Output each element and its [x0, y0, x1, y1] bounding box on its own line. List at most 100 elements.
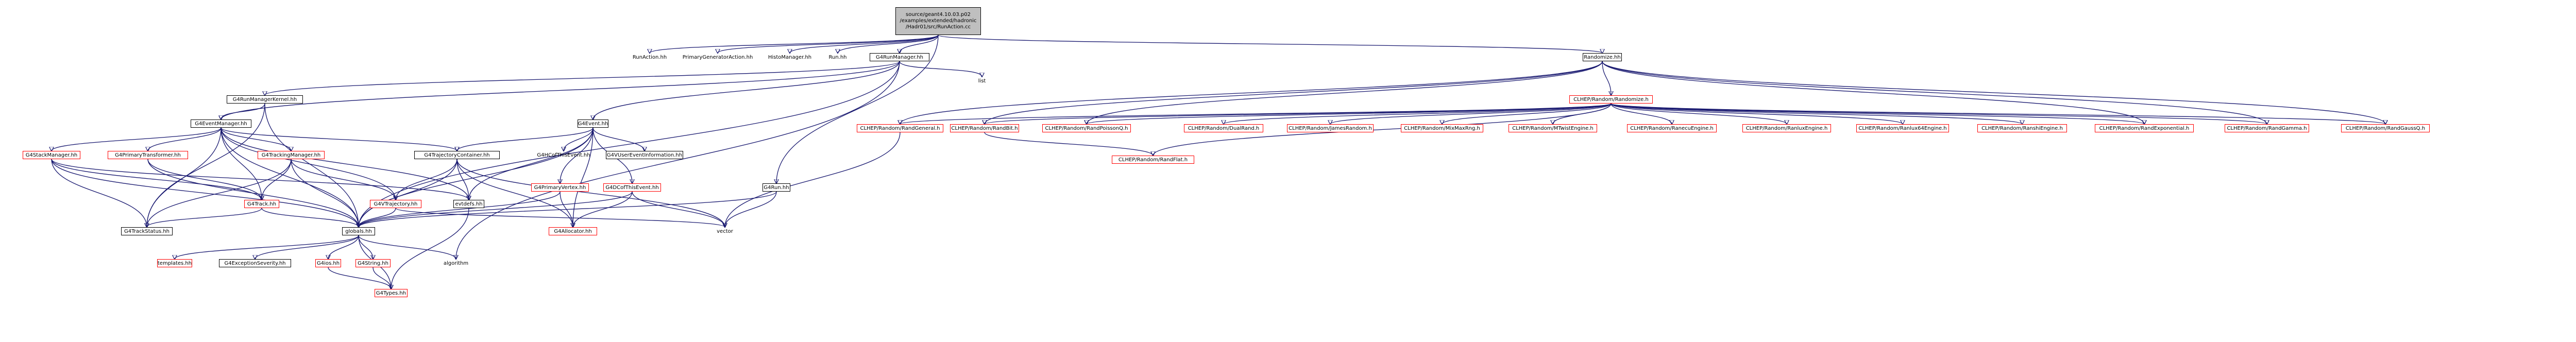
- edge-randomize-to-clhep_randexponential: [1602, 61, 2144, 124]
- edge-root-to-randomize: [938, 35, 1602, 53]
- node-clhep-randflat[interactable]: CLHEP/Random/RandFlat.h: [1112, 156, 1194, 164]
- edge-clhep_randomize-to-clhep_ranecuengine: [1611, 103, 1672, 124]
- node-g4eventmanager[interactable]: G4EventManager.hh: [191, 119, 251, 128]
- node-g4trackstatus[interactable]: G4TrackStatus.hh: [121, 227, 173, 235]
- node-g4string[interactable]: G4String.hh: [355, 259, 391, 267]
- edge-g4trajectorycontainer-to-g4vtrajectory: [396, 159, 457, 200]
- edge-g4dcofthisevent-to-globals: [359, 191, 633, 227]
- edge-g4eventmanager-to-g4track: [221, 127, 262, 200]
- node-primary-generator-action[interactable]: PrimaryGeneratorAction.hh: [682, 54, 753, 60]
- edge-randomize-to-clhep_randgauss: [1602, 61, 2385, 124]
- node-clhep-randexponential[interactable]: CLHEP/Random/RandExponential.h: [2095, 124, 2194, 132]
- node-histo-manager[interactable]: HistoManager.hh: [768, 54, 812, 60]
- node-clhep-randomize[interactable]: CLHEP/Random/Randomize.h: [1569, 95, 1653, 104]
- edge-g4stackmanager-to-evtdefs: [51, 159, 469, 200]
- edge-root-to-runaction: [650, 35, 939, 53]
- root-node: source/geant4.10.03.p02 /examples/extend…: [895, 7, 981, 35]
- node-g4vtrajectory[interactable]: G4VTrajectory.hh: [370, 200, 421, 208]
- edge-clhep_randomize-to-clhep_mixmaxrng: [1442, 103, 1612, 124]
- node-clhep-randgamma[interactable]: CLHEP/Random/RandGamma.h: [2225, 124, 2309, 132]
- edge-clhep_randomize-to-clhep_randbit: [985, 103, 1612, 124]
- edge-g4runmanagerkernel-to-globals: [264, 103, 359, 227]
- node-g4allocator[interactable]: G4Allocator.hh: [549, 227, 597, 235]
- node-evtdefs[interactable]: evtdefs.hh: [453, 200, 484, 208]
- edge-globals-to-templates: [175, 235, 359, 259]
- node-clhep-ranecuengine[interactable]: CLHEP/Random/RanecuEngine.h: [1627, 124, 1717, 132]
- edge-clhep_randomize-to-clhep_randgauss: [1611, 103, 2385, 124]
- node-clhep-randgaussq[interactable]: CLHEP/Random/RandGaussQ.h: [2341, 124, 2430, 132]
- node-clhep-mtwistengine[interactable]: CLHEP/Random/MTwistEngine.h: [1509, 124, 1597, 132]
- edge-globals-to-g4string: [358, 235, 373, 259]
- node-g4trajectorycontainer[interactable]: G4TrajectoryContainer.hh: [414, 151, 500, 159]
- edge-g4trackingmanager-to-g4vtrajectory: [291, 159, 396, 200]
- node-randomize[interactable]: Randomize.hh: [1583, 53, 1622, 61]
- edge-g4runmanager-to-algorithm: [456, 61, 900, 259]
- edge-g4stackmanager-to-g4trackstatus: [51, 159, 147, 227]
- edge-randomize-to-clhep_randbit: [985, 61, 1603, 124]
- node-g4exceptionseverity[interactable]: G4ExceptionSeverity.hh: [219, 259, 291, 267]
- node-clhep-randgeneral[interactable]: CLHEP/Random/RandGeneral.h: [857, 124, 943, 132]
- edge-g4eventmanager-to-g4primarytransformer: [148, 127, 222, 151]
- edge-randomize-to-clhep_randgeneral: [900, 61, 1603, 124]
- edge-randomize-to-clhep_randgamma: [1602, 61, 2267, 124]
- edge-g4runmanager-to-list: [899, 61, 982, 77]
- node-g4runmanagerkernel[interactable]: G4RunManagerKernel.hh: [227, 95, 303, 104]
- edge-g4dcofthisevent-to-vector: [632, 191, 725, 227]
- edge-clhep_randomize-to-clhep_dualrand: [1224, 103, 1612, 124]
- edge-globals-to-g4ios: [328, 235, 359, 259]
- node-run[interactable]: Run.hh: [828, 54, 847, 60]
- edge-globals-to-algorithm: [358, 235, 456, 259]
- node-g4track[interactable]: G4Track.hh: [244, 200, 279, 208]
- node-g4primarytransformer[interactable]: G4PrimaryTransformer.hh: [108, 151, 188, 159]
- node-g4primaryvertex[interactable]: G4PrimaryVertex.hh: [531, 183, 589, 192]
- node-templates[interactable]: templates.hh: [157, 259, 192, 267]
- node-clhep-ranlux64engine[interactable]: CLHEP/Random/Ranlux64Engine.h: [1856, 124, 1949, 132]
- node-g4types[interactable]: G4Types.hh: [375, 289, 408, 297]
- edge-g4event-to-g4primaryvertex: [560, 127, 594, 183]
- node-g4event[interactable]: G4Event.hh: [578, 119, 608, 128]
- edge-g4eventmanager-to-g4trajectorycontainer: [221, 127, 457, 151]
- node-g4ios[interactable]: G4ios.hh: [315, 259, 341, 267]
- node-vector: vector: [717, 228, 733, 234]
- edge-root-to-primgen: [718, 35, 939, 53]
- edge-clhep_randbit-to-clhep_randflat: [984, 132, 1153, 156]
- edge-evtdefs-to-g4types: [391, 208, 469, 289]
- node-g4trackingmanager[interactable]: G4TrackingManager.hh: [258, 151, 325, 159]
- edge-clhep_randomize-to-clhep_ranluxengine: [1611, 103, 1787, 124]
- edge-g4vtrajectory-to-vector: [395, 208, 725, 227]
- edge-root-to-g4run: [776, 35, 939, 183]
- edge-g4runmanagerkernel-to-g4eventmanager: [221, 103, 265, 119]
- edge-g4event-to-globals: [359, 127, 594, 227]
- edge-g4track-to-globals: [261, 208, 359, 227]
- node-g4dcofthisevent[interactable]: G4DCofThisEvent.hh: [603, 183, 661, 192]
- node-g4vusereventinformation[interactable]: G4VUserEventInformation.hh: [606, 151, 683, 159]
- node-runaction[interactable]: RunAction.hh: [632, 54, 667, 60]
- node-g4run[interactable]: G4Run.hh: [762, 183, 790, 192]
- edge-clhep_randomize-to-clhep_ranshiengine: [1611, 103, 2022, 124]
- node-g4runmanager[interactable]: G4RunManager.hh: [870, 53, 929, 61]
- node-globals[interactable]: globals.hh: [342, 227, 375, 235]
- node-clhep-dualrand[interactable]: CLHEP/Random/DualRand.h: [1184, 124, 1263, 132]
- edge-clhep_randomize-to-clhep_randgamma: [1611, 103, 2267, 124]
- node-clhep-jamesrandom[interactable]: CLHEP/Random/JamesRandom.h: [1287, 124, 1374, 132]
- edge-g4event-to-g4vuserevent: [592, 127, 645, 151]
- edge-g4ios-to-g4types: [328, 267, 391, 289]
- edge-g4primaryvertex-to-globals: [359, 191, 561, 227]
- node-clhep-randbit[interactable]: CLHEP/Random/RandBit.h: [950, 124, 1019, 132]
- edge-randomize-to-clhep_randomize: [1602, 61, 1611, 95]
- node-g4stackmanager[interactable]: G4StackManager.hh: [23, 151, 80, 159]
- root-label-line-1: source/geant4.10.03.p02: [906, 12, 971, 18]
- edge-root-to-run: [838, 35, 939, 53]
- node-clhep-ranluxengine[interactable]: CLHEP/Random/RanluxEngine.h: [1742, 124, 1831, 132]
- edge-g4eventmanager-to-g4trackingmanager: [221, 127, 291, 151]
- node-list: list: [978, 78, 986, 84]
- edge-g4trajectorycontainer-to-evtdefs: [456, 159, 469, 200]
- edge-g4trackingmanager-to-globals: [291, 159, 359, 227]
- node-clhep-ranshiengine[interactable]: CLHEP/Random/RanshiEngine.h: [1977, 124, 2067, 132]
- node-clhep-randpoissonq[interactable]: CLHEP/Random/RandPoissonQ.h: [1042, 124, 1131, 132]
- node-clhep-mixmaxrng[interactable]: CLHEP/Random/MixMaxRng.h: [1401, 124, 1483, 132]
- node-g4hcofthisevent[interactable]: G4HCofThisEvent.hh: [537, 152, 590, 158]
- edge-globals-to-g4exceptionseverity: [255, 235, 359, 259]
